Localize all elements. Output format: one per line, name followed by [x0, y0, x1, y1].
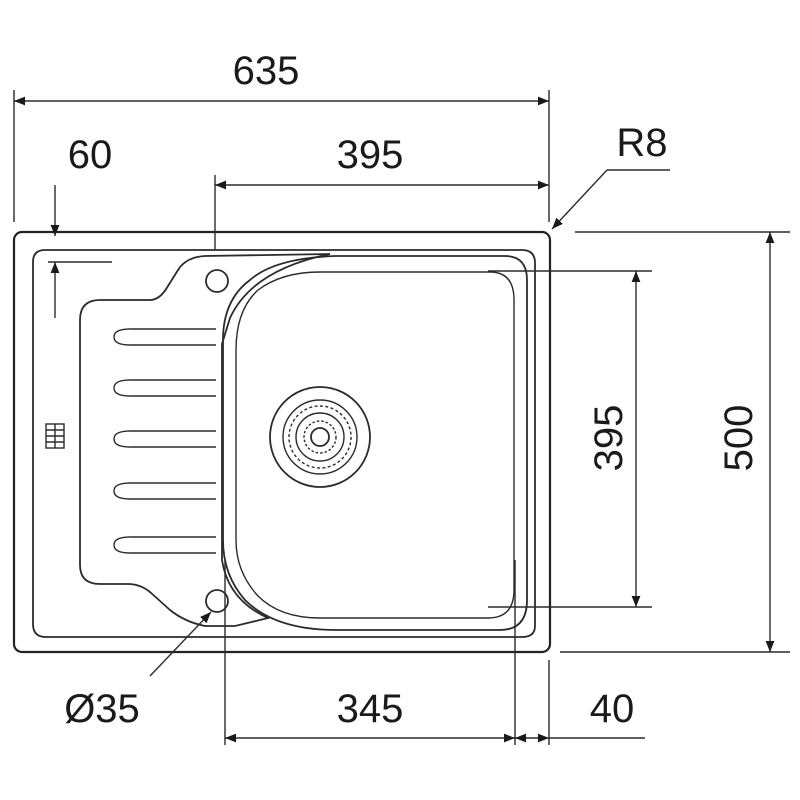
drainboard-tray	[79, 253, 331, 627]
label-bowl-width-top: 395	[337, 133, 404, 177]
sink-outer-rim	[12, 230, 552, 654]
sink-outline	[12, 230, 552, 654]
drainboard-ribs	[113, 328, 216, 554]
tap-hole-bottom	[205, 589, 229, 613]
sink-inner-rim	[32, 249, 536, 638]
bowl-inner	[235, 271, 515, 619]
leader-hole-diameter	[149, 611, 212, 677]
overflow-slot	[45, 423, 65, 449]
label-overall-width: 635	[233, 49, 300, 93]
label-drainboard-offset: 60	[68, 133, 113, 177]
sink-bowl	[222, 255, 528, 631]
label-overall-depth: 500	[717, 405, 761, 472]
tap-hole-top	[205, 269, 229, 293]
drainboard-rib	[113, 482, 216, 500]
drainboard-rib	[113, 430, 216, 448]
drainboard-rib	[113, 536, 216, 554]
drainboard-rib	[113, 328, 216, 346]
dimension-lines	[13, 90, 790, 745]
dimension-labels: 635 60 395 R8 Ø35 345 40 395 500	[64, 49, 761, 731]
label-hole-diameter: Ø35	[64, 687, 140, 731]
label-corner-radius: R8	[616, 121, 667, 165]
label-bowl-width-bottom: 345	[337, 687, 404, 731]
label-bowl-depth: 395	[587, 405, 631, 472]
bowl-outer	[222, 255, 528, 631]
label-edge-margin: 40	[590, 687, 635, 731]
drain-strainer	[269, 386, 371, 488]
drainboard-rib	[113, 379, 216, 397]
